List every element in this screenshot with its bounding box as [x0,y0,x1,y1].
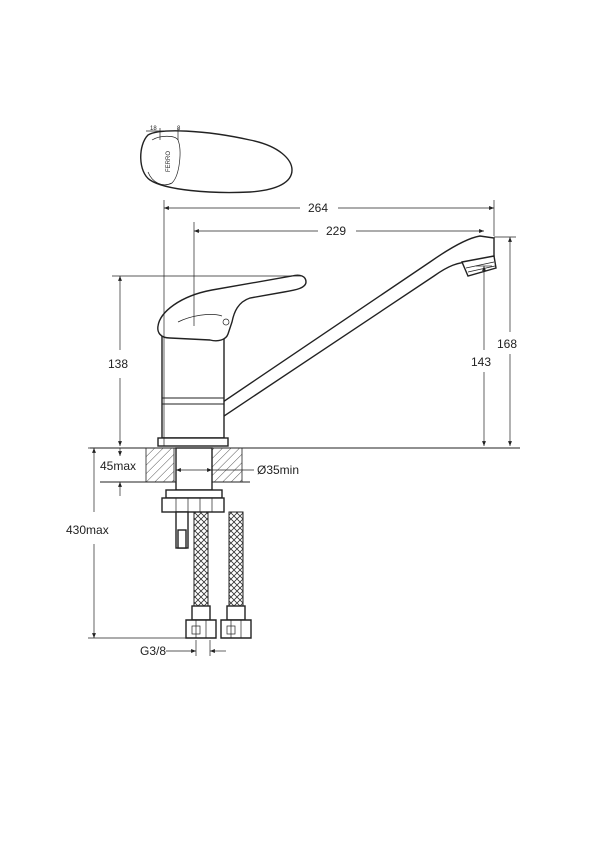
handle-top-view: FERRO 18 8 [140,126,293,194]
dimension-lines [88,200,516,656]
dim-hole-diameter: Ø35min [257,463,299,477]
dim-total-height: 168 [497,337,517,351]
dim-spout-reach: 229 [326,224,346,238]
dim-body-height: 138 [108,357,128,371]
flexible-hoses [185,511,252,639]
dimension-labels: 264 229 138 143 168 45max Ø35min 430max … [66,201,517,658]
dim-connection-thread: G3/8 [140,644,166,658]
mounting-deck [90,447,520,549]
faucet-side-view [157,235,497,447]
brand-label: FERRO [166,151,172,172]
dim-overall-reach: 264 [308,201,328,215]
dim-spout-height: 143 [471,355,491,369]
dim-hose-length: 430max [66,523,109,537]
handle-dim-a: 18 [150,126,157,132]
handle-dim-b: 8 [177,126,181,132]
dim-deck-thickness: 45max [100,459,136,473]
